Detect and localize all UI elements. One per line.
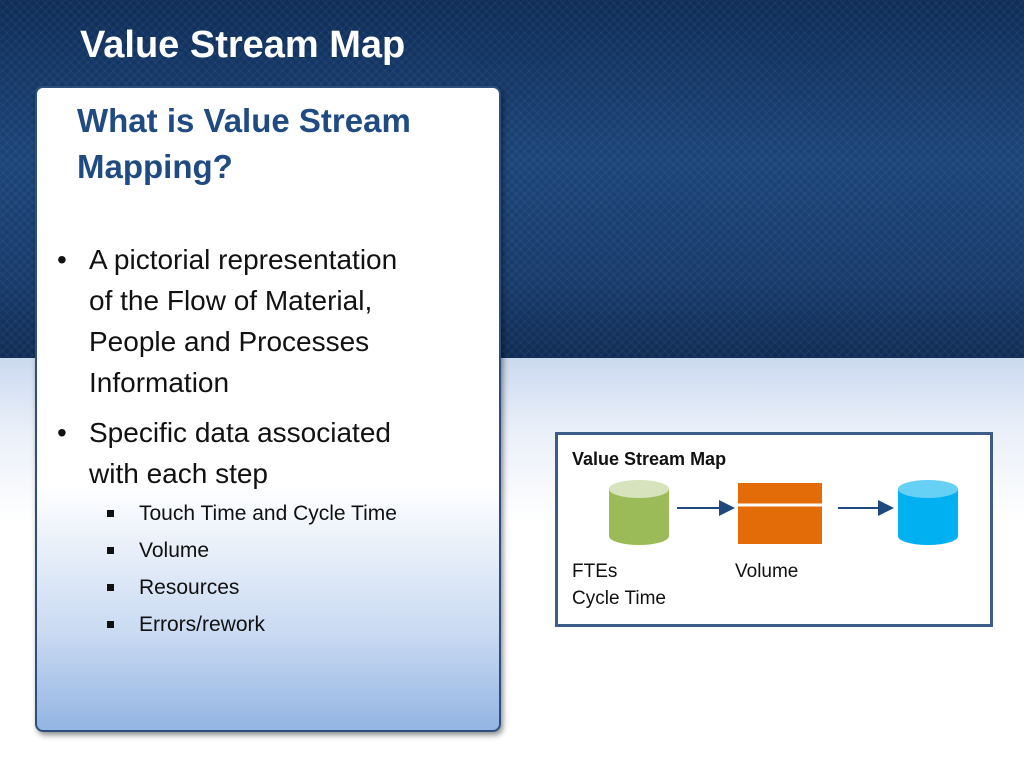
sub-item-text: Errors/rework (139, 613, 266, 636)
square-bullet-icon (107, 621, 114, 628)
sub-item: Touch Time and Cycle Time (107, 500, 467, 528)
bullet-text: A pictorial representation of the Flow o… (89, 239, 457, 403)
sub-item-text: Resources (139, 576, 240, 599)
bullet-text: Specific data associated with each step (89, 412, 457, 494)
bullet-line: with each step (89, 458, 268, 489)
bullet-line: Information (89, 367, 230, 398)
sub-item: Errors/rework (107, 611, 467, 639)
bullet-line: People and Processes (89, 326, 370, 357)
sub-item: Volume (107, 537, 467, 565)
cycle-time-label: Cycle Time (572, 588, 666, 609)
blue-cylinder-icon (898, 480, 958, 545)
panel-heading: What is Value Stream Mapping? (77, 98, 477, 190)
square-bullet-icon (107, 547, 114, 554)
sub-item: Resources (107, 574, 467, 602)
vsm-graphic (609, 480, 958, 545)
square-bullet-icon (107, 584, 114, 591)
sub-item-text: Volume (139, 539, 210, 562)
bullet-dot-icon: • (57, 417, 67, 448)
bullet-dot-icon: • (57, 244, 67, 275)
vsm-title: Value Stream Map (572, 449, 727, 469)
sub-item-text: Touch Time and Cycle Time (139, 502, 397, 525)
volume-label: Volume (735, 561, 799, 582)
square-bullet-icon (107, 510, 114, 517)
panel-heading-line-2: Mapping? (77, 148, 233, 185)
slide-title: Value Stream Map (80, 24, 406, 66)
bullet-line: Specific data associated (89, 417, 391, 448)
vsm-diagram: Value Stream Map (555, 432, 993, 627)
process-box-icon (738, 483, 822, 544)
bullet-line: A pictorial representation (89, 244, 398, 275)
bullet-item-specific-data: • Specific data associated with each ste… (57, 412, 457, 494)
bullet-item-pictorial: • A pictorial representation of the Flow… (57, 239, 457, 403)
bullet-line: of the Flow of Material, (89, 285, 373, 316)
green-cylinder-icon (609, 480, 669, 545)
content-panel: What is Value Stream Mapping? • A pictor… (35, 86, 501, 732)
ftes-label: FTEs (572, 561, 618, 582)
panel-heading-line-1: What is Value Stream (77, 102, 411, 139)
